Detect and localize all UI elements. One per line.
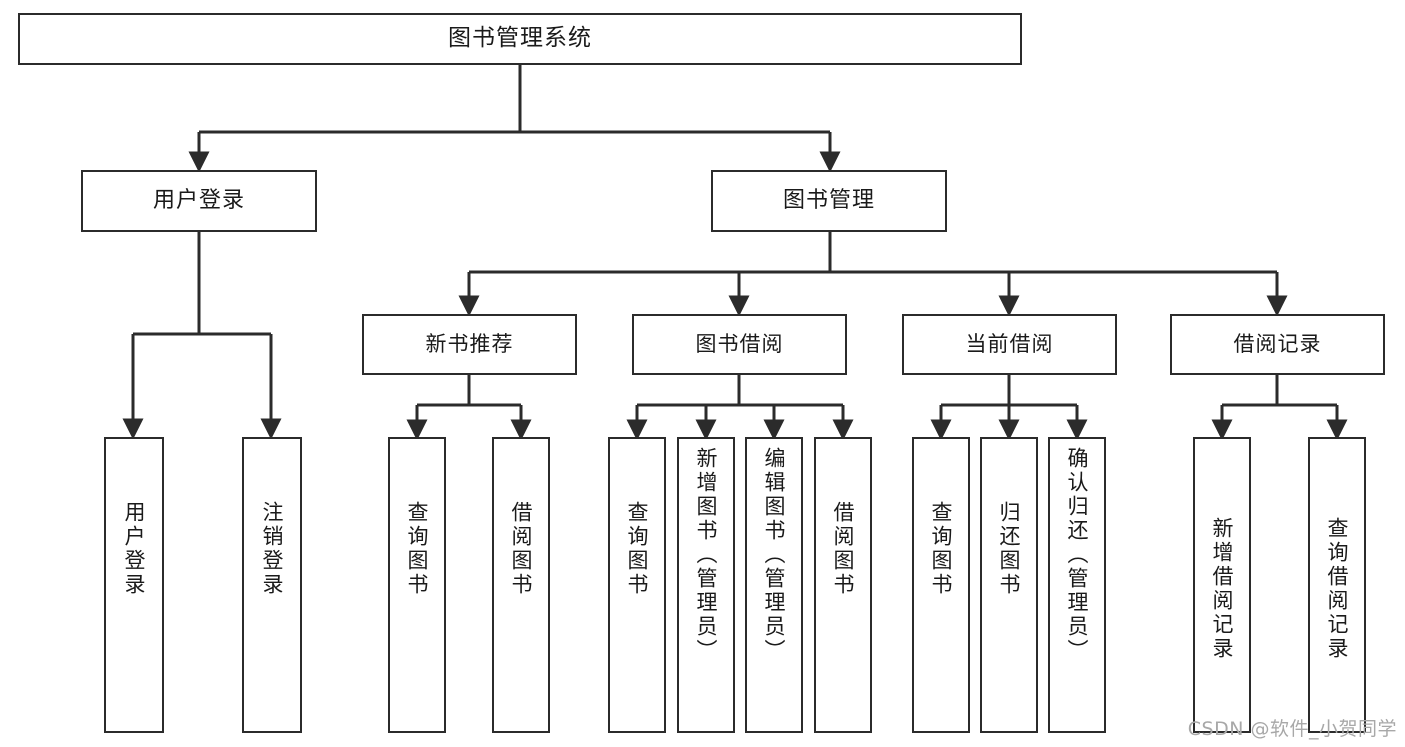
node-label: 编辑图书（管理员） [762, 447, 787, 663]
leaf-new-book-borrow[interactable]: 借阅图书 [492, 437, 550, 733]
leaf-current-borrow-query[interactable]: 查询图书 [912, 437, 970, 733]
leaf-current-borrow-confirm-return[interactable]: 确认归还（管理员） [1048, 437, 1106, 733]
node-label: 用户登录 [122, 501, 147, 597]
leaf-user-login-login[interactable]: 用户登录 [104, 437, 164, 733]
node-borrow-record[interactable]: 借阅记录 [1170, 314, 1385, 375]
node-label: 查询图书 [929, 501, 954, 597]
leaf-current-borrow-return[interactable]: 归还图书 [980, 437, 1038, 733]
node-book-borrow[interactable]: 图书借阅 [632, 314, 847, 375]
node-label: 新书推荐 [425, 332, 514, 357]
node-label: 图书借阅 [695, 332, 784, 357]
node-label: 当前借阅 [965, 332, 1054, 357]
leaf-book-borrow-query[interactable]: 查询图书 [608, 437, 666, 733]
node-label: 图书管理系统 [448, 25, 592, 52]
node-label: 新增图书（管理员） [694, 447, 719, 663]
node-label: 注销登录 [260, 501, 285, 597]
node-label: 查询图书 [405, 501, 430, 597]
leaf-new-book-query[interactable]: 查询图书 [388, 437, 446, 733]
node-label: 确认归还（管理员） [1065, 447, 1090, 663]
leaf-user-login-logout[interactable]: 注销登录 [242, 437, 302, 733]
leaf-borrow-record-add[interactable]: 新增借阅记录 [1193, 437, 1251, 733]
node-label: 借阅图书 [831, 501, 856, 597]
node-label: 新增借阅记录 [1210, 517, 1235, 661]
node-root-system[interactable]: 图书管理系统 [18, 13, 1022, 65]
leaf-book-borrow-borrow[interactable]: 借阅图书 [814, 437, 872, 733]
leaf-borrow-record-query[interactable]: 查询借阅记录 [1308, 437, 1366, 733]
leaf-book-borrow-edit[interactable]: 编辑图书（管理员） [745, 437, 803, 733]
node-book-management[interactable]: 图书管理 [711, 170, 947, 232]
leaf-book-borrow-add[interactable]: 新增图书（管理员） [677, 437, 735, 733]
node-user-login[interactable]: 用户登录 [81, 170, 317, 232]
node-new-book-recommend[interactable]: 新书推荐 [362, 314, 577, 375]
node-label: 借阅图书 [509, 501, 534, 597]
node-label: 查询图书 [625, 501, 650, 597]
node-label: 查询借阅记录 [1325, 517, 1350, 661]
node-label: 图书管理 [782, 188, 875, 214]
node-label: 借阅记录 [1233, 332, 1322, 357]
node-current-borrow[interactable]: 当前借阅 [902, 314, 1117, 375]
node-label: 归还图书 [997, 501, 1022, 597]
node-label: 用户登录 [152, 188, 245, 214]
